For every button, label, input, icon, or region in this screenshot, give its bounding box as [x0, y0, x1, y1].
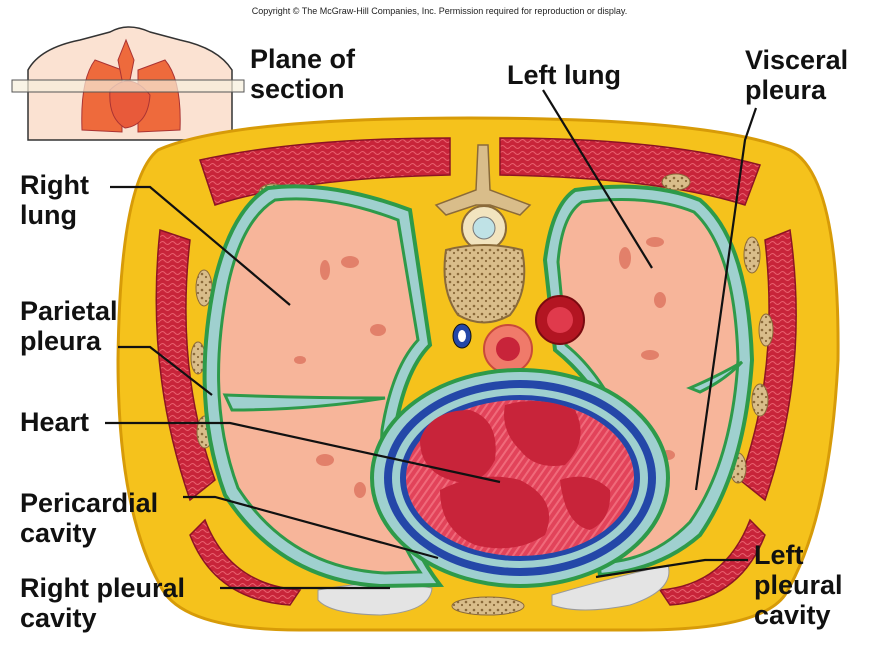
label-line: pleura	[745, 75, 848, 105]
label-line: lung	[20, 200, 89, 230]
copyright-notice: Copyright © The McGraw-Hill Companies, I…	[0, 6, 879, 16]
label-line: cavity	[20, 518, 158, 548]
label-heart: Heart	[20, 407, 89, 437]
label-line: section	[250, 74, 355, 104]
label-right-lung: Right lung	[20, 170, 89, 230]
label-line: Pericardial	[20, 488, 158, 518]
label-line: Left lung	[507, 60, 621, 90]
label-line: pleural	[754, 570, 843, 600]
label-line: cavity	[20, 603, 185, 633]
label-line: Heart	[20, 407, 89, 437]
label-visceral-pleura: Visceral pleura	[745, 45, 848, 105]
inset-torso-illustration	[12, 27, 244, 140]
label-right-pleural-cavity: Right pleural cavity	[20, 573, 185, 633]
label-line: Parietal	[20, 296, 118, 326]
label-line: Right	[20, 170, 89, 200]
label-pericardial-cavity: Pericardial cavity	[20, 488, 158, 548]
label-line: Left	[754, 540, 843, 570]
label-left-pleural-cavity: Left pleural cavity	[754, 540, 843, 630]
label-left-lung: Left lung	[507, 60, 621, 90]
label-line: pleura	[20, 326, 118, 356]
label-line: cavity	[754, 600, 843, 630]
heart-and-pericardium	[372, 370, 668, 586]
label-parietal-pleura: Parietal pleura	[20, 296, 118, 356]
label-plane-of-section: Plane of section	[250, 44, 355, 104]
label-line: Plane of	[250, 44, 355, 74]
label-line: Visceral	[745, 45, 848, 75]
label-line: Right pleural	[20, 573, 185, 603]
